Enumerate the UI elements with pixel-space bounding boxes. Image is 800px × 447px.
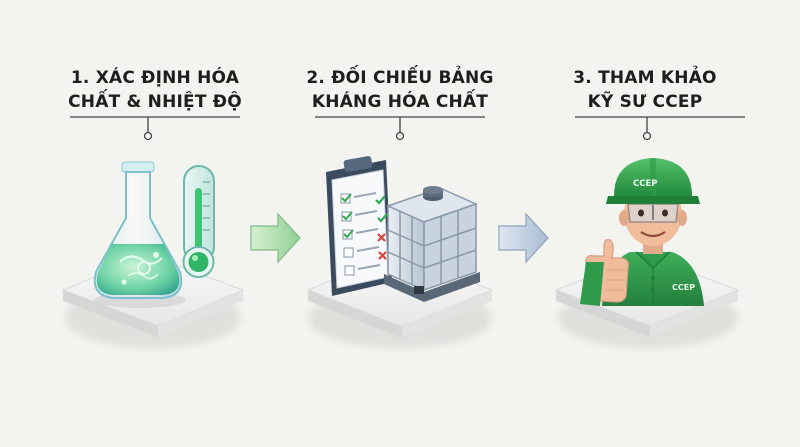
thumbs-up-hand [580,239,629,306]
arrow-right-icon-1 [250,212,301,264]
arrow-right-icon-2 [498,212,549,264]
step-3-connector [575,116,745,141]
step-3-number: 3. [573,68,592,88]
step-1-number: 1. [70,68,90,88]
step-2-title-line1: ĐỐI CHIẾU BẢNG [331,68,494,88]
step-3-title: 3. THAM KHẢO KỸ SƯ CCEP [535,66,755,114]
engineer-avatar: CCEP CCEP [580,158,704,306]
step-2-number: 2. [306,68,326,88]
step-1-title-line1: XÁC ĐỊNH HÓA [95,68,240,88]
step-2-title: 2. ĐỐI CHIẾU BẢNG KHÁNG HÓA CHẤT [290,66,510,114]
step-2-connector [315,116,485,141]
step-3-title-line1: THAM KHẢO [598,68,717,88]
step-1-title: 1. XÁC ĐỊNH HÓA CHẤT & NHIỆT ĐỘ [45,66,265,114]
clipboard-checklist-icon [326,156,392,296]
step-2-title-line2: KHÁNG HÓA CHẤT [311,92,489,112]
helmet-logo: CCEP [633,179,658,189]
checklist-rows [340,192,381,276]
step-1-title-line2: CHẤT & NHIỆT ĐỘ [68,92,242,112]
flask-icon [93,161,186,308]
step-1-connector [70,116,240,141]
thermometer-icon [182,165,215,278]
checklist-marks [375,195,388,260]
shirt-logo: CCEP [672,283,695,292]
ibc-tank-icon [384,186,480,302]
step-3-title-line2: KỸ SƯ CCEP [587,92,703,112]
